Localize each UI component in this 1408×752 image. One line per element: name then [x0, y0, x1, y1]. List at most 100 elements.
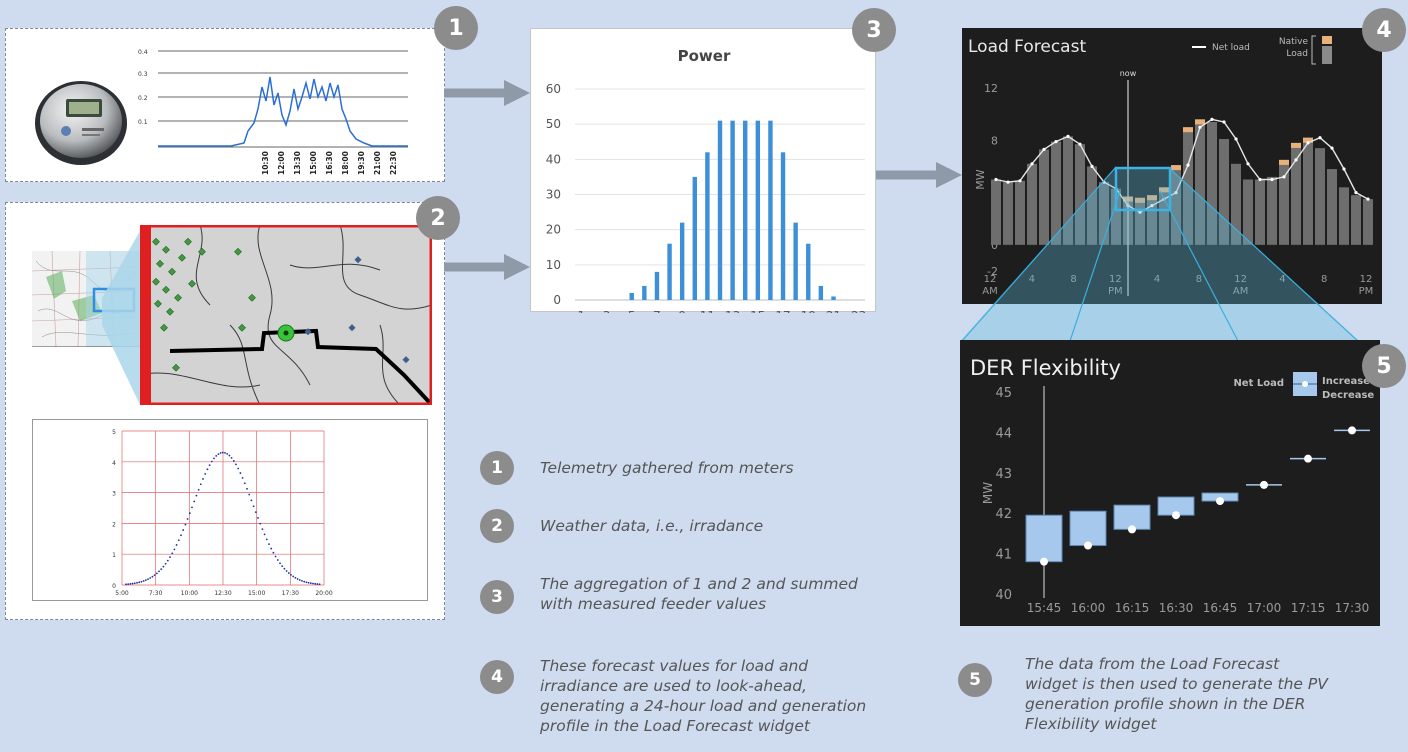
- lf-native-bar: [1231, 163, 1241, 245]
- der-flex-box: [1069, 510, 1107, 547]
- power-y-tick-label: 20: [546, 223, 561, 237]
- smart-meter-icon: [35, 81, 127, 165]
- irr-point: [127, 583, 130, 586]
- power-bar: [705, 152, 710, 300]
- lf-net-load-point: [1282, 175, 1286, 179]
- der-x-tick-label: 17:15: [1291, 601, 1326, 615]
- irr-point: [166, 559, 169, 562]
- lf-native-bar: [1063, 136, 1073, 245]
- der-x-tick-label: 17:30: [1335, 601, 1370, 615]
- irr-point: [129, 582, 132, 585]
- lf-net-load-point: [1006, 180, 1010, 184]
- irr-y-tick-label: 3: [112, 491, 116, 498]
- power-bar: [743, 120, 748, 301]
- lf-flex-cap: [1195, 119, 1205, 125]
- arrow-power-to-forecast: [876, 162, 962, 188]
- lf-native-bar: [1099, 182, 1109, 245]
- lf-net-load-point: [1030, 162, 1034, 166]
- irr-point: [307, 581, 310, 584]
- arrow-meter-to-power: [444, 80, 530, 106]
- lf-net-load-point: [1210, 117, 1214, 121]
- lf-flex-cap: [1159, 187, 1169, 193]
- der-y-tick-label: 42: [995, 507, 1012, 522]
- power-bar: [793, 222, 798, 300]
- irr-point: [186, 518, 189, 520]
- der-y-axis-label: MW: [981, 482, 995, 504]
- der-y-tick-label: 40: [995, 588, 1012, 603]
- lf-native-bar: [1255, 179, 1265, 245]
- power-y-tick-label: 0: [553, 293, 561, 307]
- irr-point: [296, 578, 299, 580]
- lf-net-load-point: [1090, 164, 1094, 168]
- irr-x-tick-label: 20:00: [315, 590, 332, 597]
- irr-point: [164, 562, 167, 565]
- lf-native-bar: [1039, 149, 1049, 245]
- lf-net-load-point: [1318, 136, 1322, 140]
- irr-point: [268, 543, 270, 546]
- lf-flex-cap: [1183, 127, 1193, 133]
- lf-zoom-highlight: [1114, 166, 1172, 212]
- irr-x-tick-label: 17:30: [282, 590, 299, 597]
- note-2-text: Weather data, i.e., irradance: [540, 517, 764, 535]
- irr-point: [151, 575, 154, 578]
- lf-native-bar: [1219, 138, 1229, 245]
- meter-x-tick-label: 16:30: [325, 151, 334, 175]
- irr-point: [298, 579, 301, 581]
- der-y-tick-label: 45: [995, 386, 1012, 401]
- irr-point: [182, 529, 185, 531]
- note-badge-2: 2: [480, 509, 514, 543]
- lf-net-load-line: [995, 118, 1369, 213]
- irr-point: [232, 459, 235, 462]
- irr-point: [140, 580, 143, 583]
- lf-net-load-point: [1066, 134, 1070, 138]
- power-bar: [679, 222, 685, 300]
- power-bar: [717, 120, 723, 301]
- lf-now-label: now: [1120, 69, 1137, 78]
- irr-x-tick-label: 15:00: [248, 590, 265, 597]
- irr-point: [246, 487, 248, 490]
- lf-flex-cap: [1147, 195, 1157, 201]
- der-net-load-point: [1172, 511, 1180, 520]
- lf-native-bar: [1327, 169, 1337, 245]
- irr-point: [257, 517, 259, 519]
- irr-point: [171, 552, 174, 555]
- power-x-tick-label: 7: [653, 309, 661, 313]
- meter-x-tick-label: 21:00: [373, 151, 382, 175]
- irr-point: [197, 488, 200, 491]
- lf-x-tick-label: 12: [1360, 274, 1373, 285]
- lf-x-tick-label: 8: [1070, 274, 1076, 285]
- der-x-tick-label: 16:00: [1071, 601, 1106, 615]
- irr-point: [175, 544, 178, 546]
- power-bar: [755, 120, 761, 301]
- irr-point: [230, 456, 233, 459]
- power-bar: [692, 176, 697, 300]
- power-x-tick-label: 17: [775, 309, 790, 313]
- lf-flex-cap: [1135, 197, 1145, 203]
- irr-point: [263, 533, 266, 536]
- irr-point: [202, 478, 204, 480]
- irr-point: [316, 583, 319, 585]
- irr-point: [237, 467, 240, 470]
- lf-y-tick-label: 0: [991, 239, 998, 252]
- power-bar: [831, 296, 836, 300]
- irr-point: [279, 562, 281, 565]
- lf-net-load-point: [1018, 179, 1022, 183]
- irr-point: [138, 581, 141, 584]
- irr-point: [206, 468, 209, 471]
- der-x-tick-label: 17:00: [1247, 601, 1282, 615]
- lf-native-bar: [1351, 195, 1361, 245]
- irr-point: [312, 582, 314, 585]
- irr-point: [305, 581, 308, 584]
- der-x-tick-label: 16:45: [1203, 601, 1238, 615]
- irr-point: [131, 582, 134, 585]
- lf-net-load-point: [994, 177, 998, 182]
- irr-point: [285, 570, 288, 572]
- lf-native-bar: [1291, 142, 1301, 245]
- power-y-tick-label: 30: [546, 188, 561, 202]
- lf-net-load-point: [1054, 140, 1058, 144]
- irr-point: [309, 582, 312, 585]
- meter-x-tick-label: 18:00: [341, 151, 350, 175]
